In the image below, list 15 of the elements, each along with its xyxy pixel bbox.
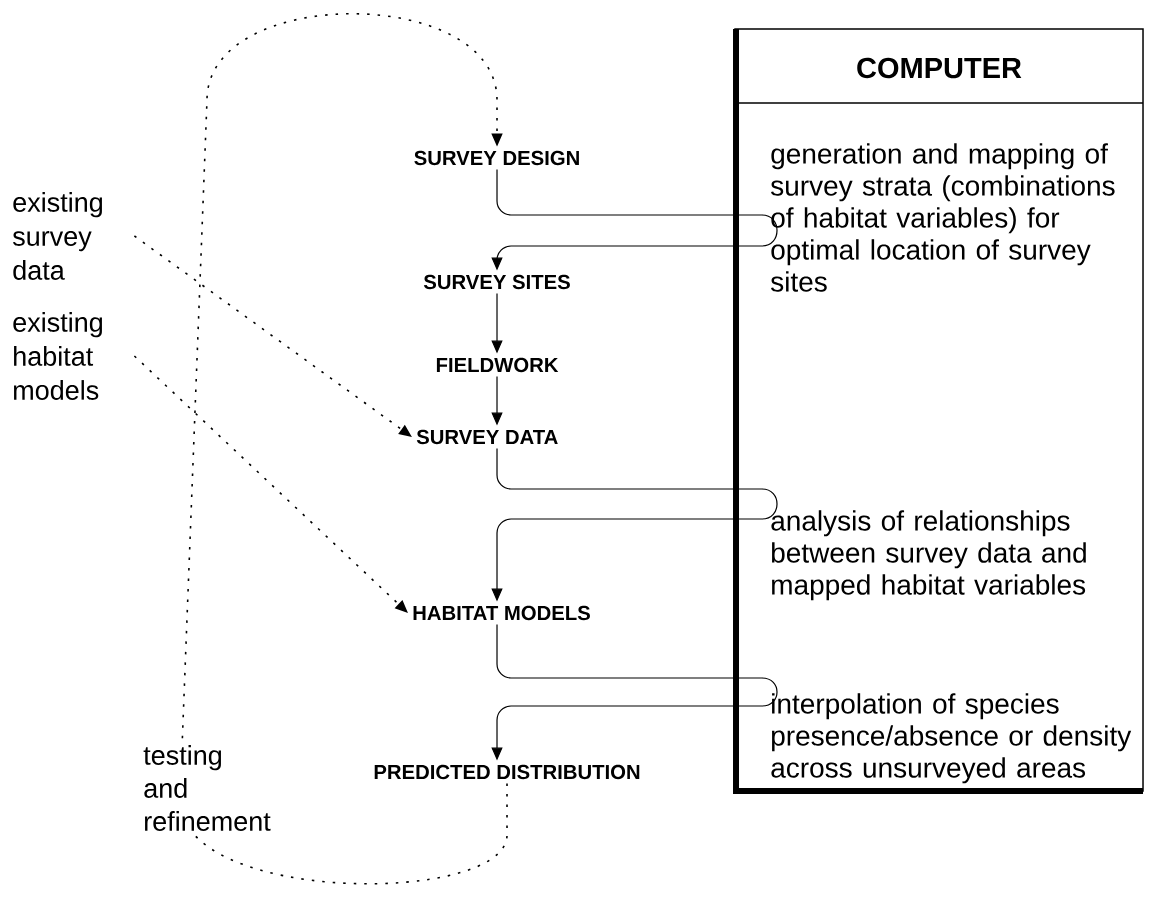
dotted-arrow: [133, 355, 408, 613]
dotted-arrow: [179, 12, 508, 885]
description-text: interpolation of species presence/absence or density across unsurveyed areas: [771, 693, 1132, 784]
step-label: PREDICTED DISTRIBUTION: [374, 764, 640, 780]
source-label: existing habitat models: [13, 312, 102, 400]
step-label: SURVEY SITES: [423, 274, 570, 290]
description-text: analysis of relationships between survey data and mapped habitat variables: [771, 510, 1086, 601]
step-label: HABITAT MODELS: [413, 605, 590, 621]
step-label: FIELDWORK: [436, 357, 559, 373]
description-text: generation and mapping of survey strata (combinations of habitat variables) for optimal location of survey sites: [771, 143, 1115, 292]
step-label: SURVEY DESIGN: [414, 150, 579, 166]
edge-label: testing and refinement: [140, 742, 275, 834]
source-label: existing survey data: [12, 192, 102, 280]
step-label: SURVEY DATA: [416, 429, 558, 445]
dotted-arrow: [133, 235, 412, 437]
